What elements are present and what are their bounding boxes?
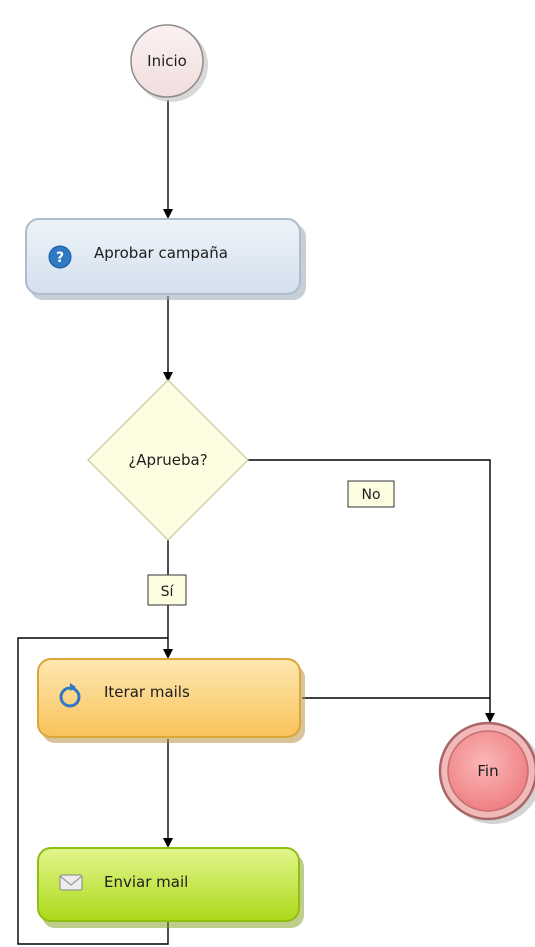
connectors <box>17 100 495 945</box>
connector-send-loop-back <box>17 637 169 945</box>
approval-decision-gateway[interactable]: ¿Aprueba? <box>87 379 249 541</box>
send-mail-task[interactable]: Enviar mail <box>37 847 304 928</box>
iterate-mails-label: Iterar mails <box>104 683 190 701</box>
iterate-mails-task[interactable]: Iterar mails <box>37 658 305 743</box>
end-event[interactable]: Fin <box>438 721 535 824</box>
edge-label-no-text: No <box>361 487 380 503</box>
end-label: Fin <box>477 762 498 780</box>
connector-decision-no-to-end <box>248 459 495 723</box>
envelope-icon <box>59 874 83 891</box>
approve-campaign-label: Aprobar campaña <box>94 244 228 262</box>
send-mail-label: Enviar mail <box>104 873 188 891</box>
edge-label-yes: Sí <box>147 574 187 606</box>
approve-campaign-task[interactable]: ? Aprobar campaña <box>25 218 306 300</box>
edge-label-no: No <box>347 480 395 508</box>
start-label: Inicio <box>147 52 187 70</box>
start-event[interactable]: Inicio <box>130 24 208 102</box>
decision-label: ¿Aprueba? <box>128 451 207 469</box>
loop-icon <box>59 683 81 708</box>
question-icon: ? <box>48 245 72 269</box>
svg-text:?: ? <box>56 250 64 266</box>
edge-label-yes-text: Sí <box>161 584 175 600</box>
